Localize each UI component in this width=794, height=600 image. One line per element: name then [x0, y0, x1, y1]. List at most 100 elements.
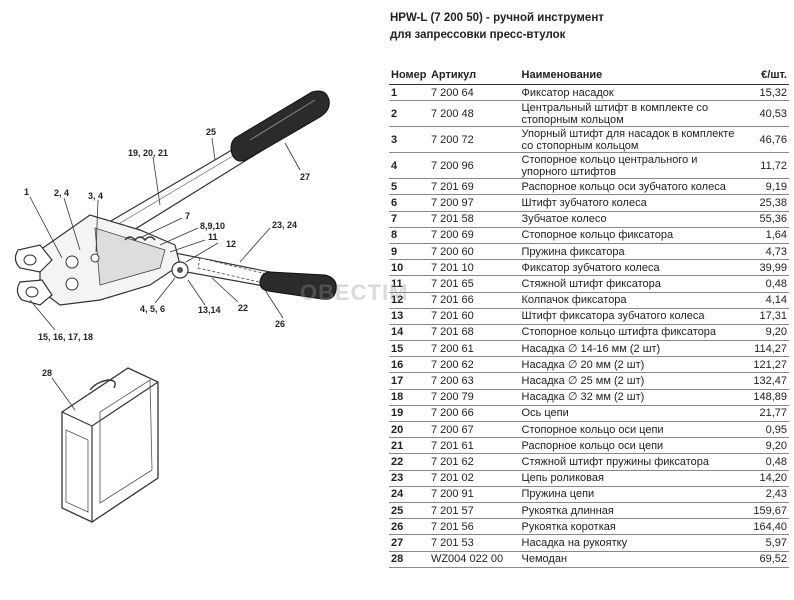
part-article: 7 200 61 [428, 340, 520, 358]
part-number: 3 [389, 126, 429, 154]
part-name: Зубчатое колесо [519, 211, 737, 228]
part-article: 7 200 66 [428, 405, 520, 423]
parts-table: Номер Артикул Наименование €/шт. 1 7 200 … [389, 66, 789, 568]
part-price: 0,48 [736, 275, 789, 293]
part-number: 5 [389, 178, 429, 196]
part-price: 9,20 [736, 437, 789, 455]
callout-25: 25 [206, 127, 216, 137]
header-number: Номер [389, 66, 429, 85]
part-name: Штифт зубчатого колеса [519, 194, 737, 212]
part-name: Распорное кольцо оси зубчатого колеса [519, 178, 737, 196]
part-article: 7 200 63 [428, 372, 520, 390]
watermark: OBECTIM [300, 280, 409, 305]
part-price: 4,73 [736, 243, 789, 261]
part-article: 7 201 62 [428, 453, 520, 471]
part-number: 2 [389, 100, 429, 128]
callout-19-20-21: 19, 20, 21 [128, 148, 168, 158]
part-price: 0,95 [736, 421, 789, 439]
part-article: 7 201 66 [428, 292, 520, 309]
leader-lines [29, 137, 301, 411]
part-number: 20 [389, 421, 429, 439]
part-article: 7 201 58 [428, 211, 520, 228]
callout-15-16-17-18: 15, 16, 17, 18 [38, 332, 93, 342]
part-article: 7 200 97 [428, 194, 520, 212]
part-name: Насадка на рукоятку [519, 534, 737, 552]
part-number: 15 [389, 340, 429, 358]
part-name: Стопорное кольцо оси цепи [519, 421, 737, 439]
callout-4-5-6: 4, 5, 6 [140, 304, 165, 314]
callout-22: 22 [238, 303, 248, 313]
part-price: 164,40 [736, 518, 789, 536]
part-name: Стопорное кольцо фиксатора [519, 227, 737, 244]
callout-13-14: 13,14 [198, 305, 221, 315]
callout-12: 12 [226, 239, 236, 249]
part-number: 17 [389, 372, 429, 390]
part-price: 114,27 [736, 340, 789, 358]
callout-1: 1 [24, 187, 29, 197]
part-article: 7 200 79 [428, 389, 520, 406]
part-number: 7 [389, 211, 429, 228]
part-price: 46,76 [736, 126, 789, 154]
part-article: WZ004 022 00 [428, 551, 520, 568]
part-article: 7 201 60 [428, 308, 520, 325]
part-price: 121,27 [736, 356, 789, 374]
part-article: 7 200 91 [428, 486, 520, 503]
part-price: 0,48 [736, 453, 789, 471]
part-name: Рукоятка короткая [519, 518, 737, 536]
part-price: 2,43 [736, 486, 789, 503]
callout-28: 28 [42, 368, 52, 378]
part-name: Центральный штифт в комплекте со стопорн… [519, 100, 737, 128]
header-article: Артикул [428, 66, 520, 85]
part-price: 17,31 [736, 308, 789, 325]
document-title: HPW-L (7 200 50) - ручной инструмент [390, 12, 604, 24]
table-header-row: Номер Артикул Наименование €/шт. [389, 66, 789, 85]
short-handle-grip [259, 271, 337, 300]
part-number: 11 [389, 275, 429, 293]
jaws [14, 244, 53, 306]
part-article: 7 200 67 [428, 421, 520, 439]
part-article: 7 201 53 [428, 534, 520, 552]
callout-27: 27 [300, 172, 310, 182]
part-price: 4,14 [736, 292, 789, 309]
callout-26: 26 [275, 319, 285, 329]
callout-3-4: 3, 4 [88, 191, 103, 201]
callout-2-4: 2, 4 [54, 188, 69, 198]
part-number: 21 [389, 437, 429, 455]
part-name: Колпачок фиксатора [519, 292, 737, 309]
part-number: 28 [389, 551, 429, 568]
part-article: 7 200 69 [428, 227, 520, 244]
part-name: Чемодан [519, 551, 737, 568]
part-article: 7 201 56 [428, 518, 520, 536]
part-name: Упорный штифт для насадок в комплекте со… [519, 126, 737, 154]
part-name: Стопорное кольцо центрального и упорного… [519, 152, 737, 180]
part-price: 148,89 [736, 389, 789, 406]
part-number: 25 [389, 502, 429, 520]
part-name: Стяжной штифт фиксатора [519, 275, 737, 293]
part-number: 8 [389, 227, 429, 244]
part-number: 13 [389, 308, 429, 325]
part-number: 1 [389, 84, 429, 102]
part-price: 132,47 [736, 372, 789, 390]
part-number: 18 [389, 389, 429, 406]
long-handle-grip [230, 90, 330, 162]
part-price: 69,52 [736, 551, 789, 568]
part-name: Пружина цепи [519, 486, 737, 503]
part-price: 9,20 [736, 324, 789, 342]
